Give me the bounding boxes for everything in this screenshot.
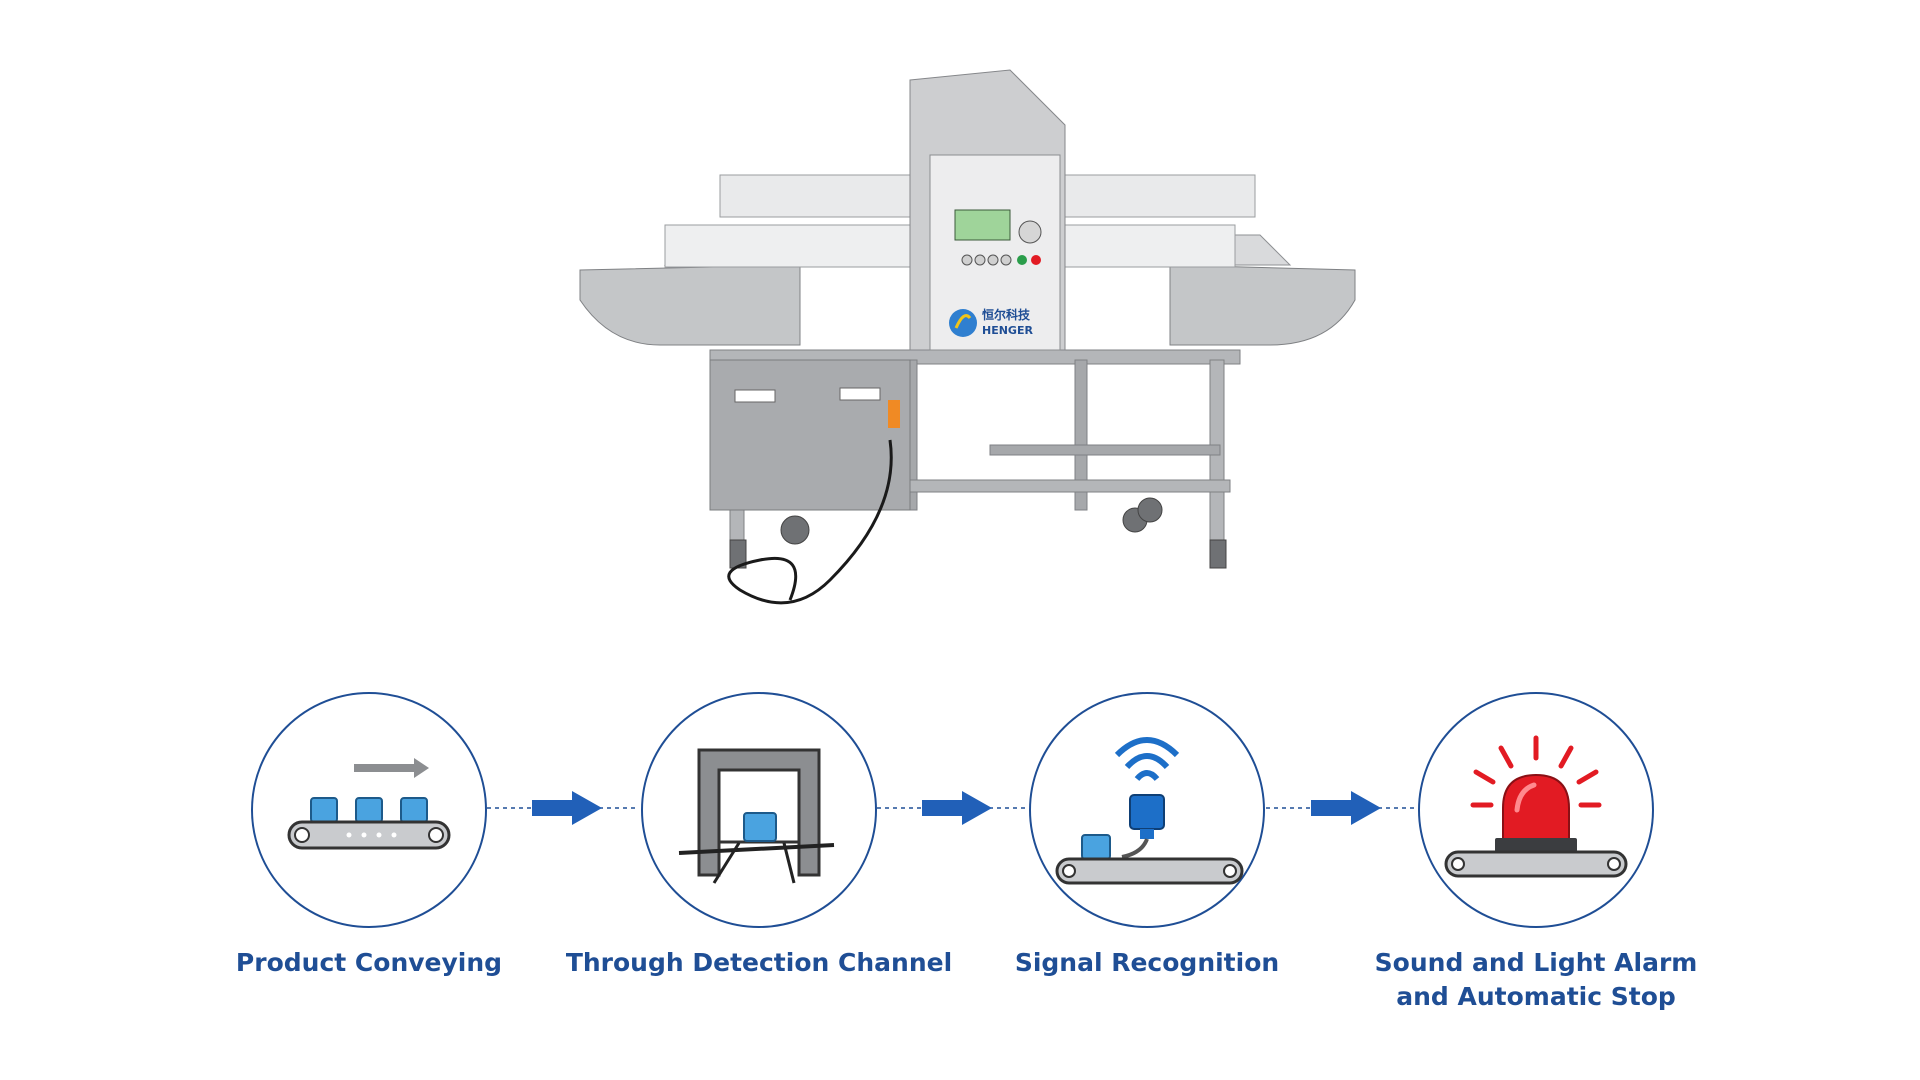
- power-switch: [888, 400, 900, 428]
- product-conveying-icon: [287, 758, 451, 850]
- step-circle: [251, 692, 487, 928]
- step-connector-arrow: [487, 791, 637, 825]
- metal-detector-machine: 恒尔科技 HENGER: [579, 69, 1356, 605]
- brand-latin-name: HENGER: [982, 324, 1033, 337]
- frame-leg: [1074, 359, 1088, 511]
- frame-bottom-rail: [859, 479, 1231, 493]
- step-circle: [1029, 692, 1265, 928]
- control-buttons: [961, 220, 1042, 266]
- warning-label: [839, 387, 881, 401]
- signal-recognition-icon: [1055, 737, 1244, 885]
- step-circle: [641, 692, 877, 928]
- step-sound-light-alarm: Sound and Light Alarm and Automatic Stop: [1336, 692, 1736, 1014]
- electrical-cabinet: [709, 359, 911, 511]
- control-display: [954, 209, 1011, 241]
- caster-wheels: [729, 497, 1227, 569]
- step-label: Sound and Light Alarm and Automatic Stop: [1374, 948, 1698, 1011]
- detection-channel-icon: [678, 748, 835, 884]
- power-cable: [727, 439, 893, 605]
- step-product-conveying: Product Conveying: [169, 692, 569, 980]
- brand-logo-icon: [949, 309, 977, 337]
- step-label: Signal Recognition: [1014, 948, 1280, 977]
- step-label: Through Detection Channel: [565, 948, 953, 977]
- step-connector-arrow: [877, 791, 1027, 825]
- right-side-panel: [1169, 264, 1356, 346]
- step-label: Product Conveying: [235, 948, 503, 977]
- step-connector-arrow: [1266, 791, 1416, 825]
- brand-chinese-name: 恒尔科技: [982, 307, 1031, 322]
- left-side-panel: [579, 264, 801, 346]
- alarm-light-icon: [1444, 735, 1628, 878]
- step-signal-recognition: Signal Recognition: [947, 692, 1347, 980]
- step-circle: [1418, 692, 1654, 928]
- warning-label: [734, 389, 776, 403]
- step-through-detection-channel: Through Detection Channel: [559, 692, 959, 980]
- frame-bottom-rail: [989, 444, 1221, 456]
